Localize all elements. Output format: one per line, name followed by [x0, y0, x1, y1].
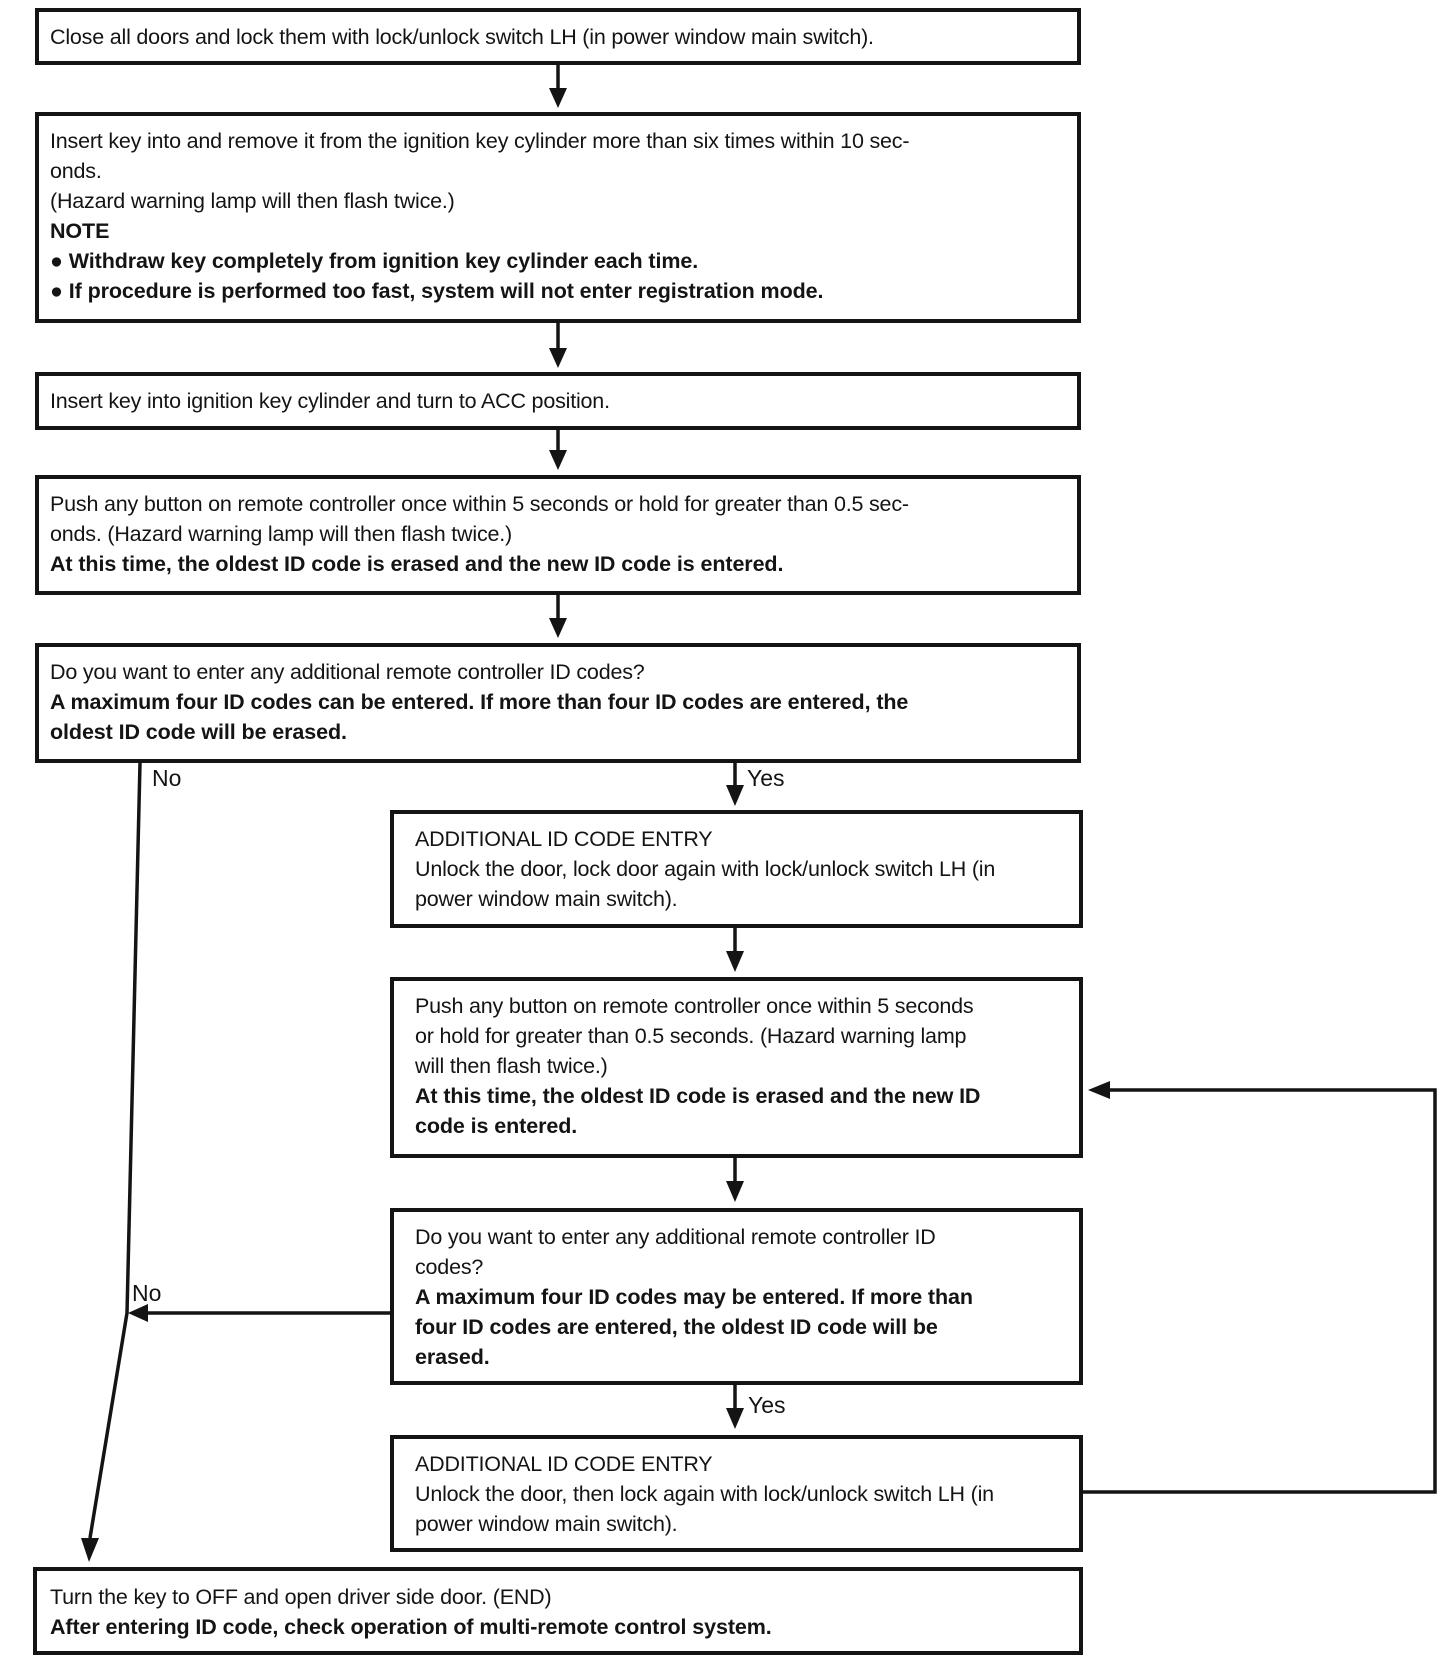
decision-additional-codes: Do you want to enter any additional remo…	[35, 643, 1081, 763]
edge-label-yes-1: Yes	[747, 765, 785, 791]
box-line: power window main switch).	[415, 1512, 678, 1536]
box-line: NOTE	[50, 219, 110, 243]
box-line: After entering ID code, check operation …	[50, 1615, 772, 1639]
box-line: Turn the key to OFF and open driver side…	[50, 1585, 552, 1609]
step-key-acc: Insert key into ignition key cylinder an…	[35, 372, 1081, 430]
box-line: Do you want to enter any additional remo…	[50, 660, 645, 684]
box-line: At this time, the oldest ID code is eras…	[50, 552, 784, 576]
no-rail-line	[88, 762, 142, 1539]
box-line: Close all doors and lock them with lock/…	[50, 25, 874, 49]
step-additional-entry-1: ADDITIONAL ID CODE ENTRY Unlock the door…	[390, 810, 1083, 928]
box-line: power window main switch).	[415, 887, 678, 911]
arrowhead-entry1-push2	[726, 951, 744, 972]
step-insert-remove-key: Insert key into and remove it from the i…	[35, 112, 1081, 323]
box-line: A maximum four ID codes may be entered. …	[415, 1285, 973, 1309]
step-close-doors: Close all doors and lock them with lock/…	[35, 8, 1081, 65]
arrowhead-feedback-loop	[1088, 1081, 1110, 1099]
edge-label-no-1: No	[152, 765, 182, 791]
box-line: ● Withdraw key completely from ignition …	[50, 249, 699, 273]
box-line: four ID codes are entered, the oldest ID…	[415, 1315, 938, 1339]
box-line: ADDITIONAL ID CODE ENTRY	[415, 827, 713, 851]
box-line: will then flash twice.)	[415, 1054, 608, 1078]
box-line: codes?	[415, 1255, 484, 1279]
edge-label-yes-2: Yes	[748, 1392, 786, 1418]
box-line: oldest ID code will be erased.	[50, 720, 347, 744]
box-line: Insert key into ignition key cylinder an…	[50, 389, 610, 413]
step-push-button: Push any button on remote controller onc…	[35, 475, 1081, 595]
step-push-button-2: Push any button on remote controller onc…	[390, 977, 1083, 1158]
box-line: Insert key into and remove it from the i…	[50, 129, 910, 153]
edge-label-no-2: No	[132, 1280, 162, 1306]
box-line: onds. (Hazard warning lamp will then fla…	[50, 522, 513, 546]
box-line: Do you want to enter any additional remo…	[415, 1225, 936, 1249]
arrowhead-step2-step3	[549, 348, 567, 368]
box-line: Push any button on remote controller onc…	[415, 994, 974, 1018]
box-line: (Hazard warning lamp will then flash twi…	[50, 189, 455, 213]
arrowhead-no-end	[81, 1538, 99, 1562]
box-line: onds.	[50, 159, 102, 183]
box-line: erased.	[415, 1345, 490, 1369]
box-line: Push any button on remote controller onc…	[50, 492, 909, 516]
feedback-loop-line	[1083, 1088, 1437, 1494]
box-line: or hold for greater than 0.5 seconds. (H…	[415, 1024, 967, 1048]
arrowhead-yes2	[726, 1408, 744, 1429]
box-line: Unlock the door, lock door again with lo…	[415, 857, 996, 881]
arrowhead-push2-decision2	[726, 1181, 744, 1202]
decision-additional-codes-2: Do you want to enter any additional remo…	[390, 1208, 1083, 1385]
arrowhead-step4-decision1	[549, 618, 567, 638]
step-end: Turn the key to OFF and open driver side…	[33, 1567, 1083, 1655]
step-additional-entry-2: ADDITIONAL ID CODE ENTRY Unlock the door…	[390, 1435, 1083, 1552]
arrowhead-step1-step2	[549, 88, 567, 108]
box-line: At this time, the oldest ID code is eras…	[415, 1084, 981, 1108]
arrowhead-yes1	[726, 785, 744, 806]
box-line: code is entered.	[415, 1114, 578, 1138]
box-line: ADDITIONAL ID CODE ENTRY	[415, 1452, 713, 1476]
arrowhead-no2	[128, 1304, 148, 1322]
box-line: ● If procedure is performed too fast, sy…	[50, 279, 824, 303]
box-line: Unlock the door, then lock again with lo…	[415, 1482, 994, 1506]
arrowhead-step3-step4	[549, 450, 567, 470]
box-line: A maximum four ID codes can be entered. …	[50, 690, 909, 714]
